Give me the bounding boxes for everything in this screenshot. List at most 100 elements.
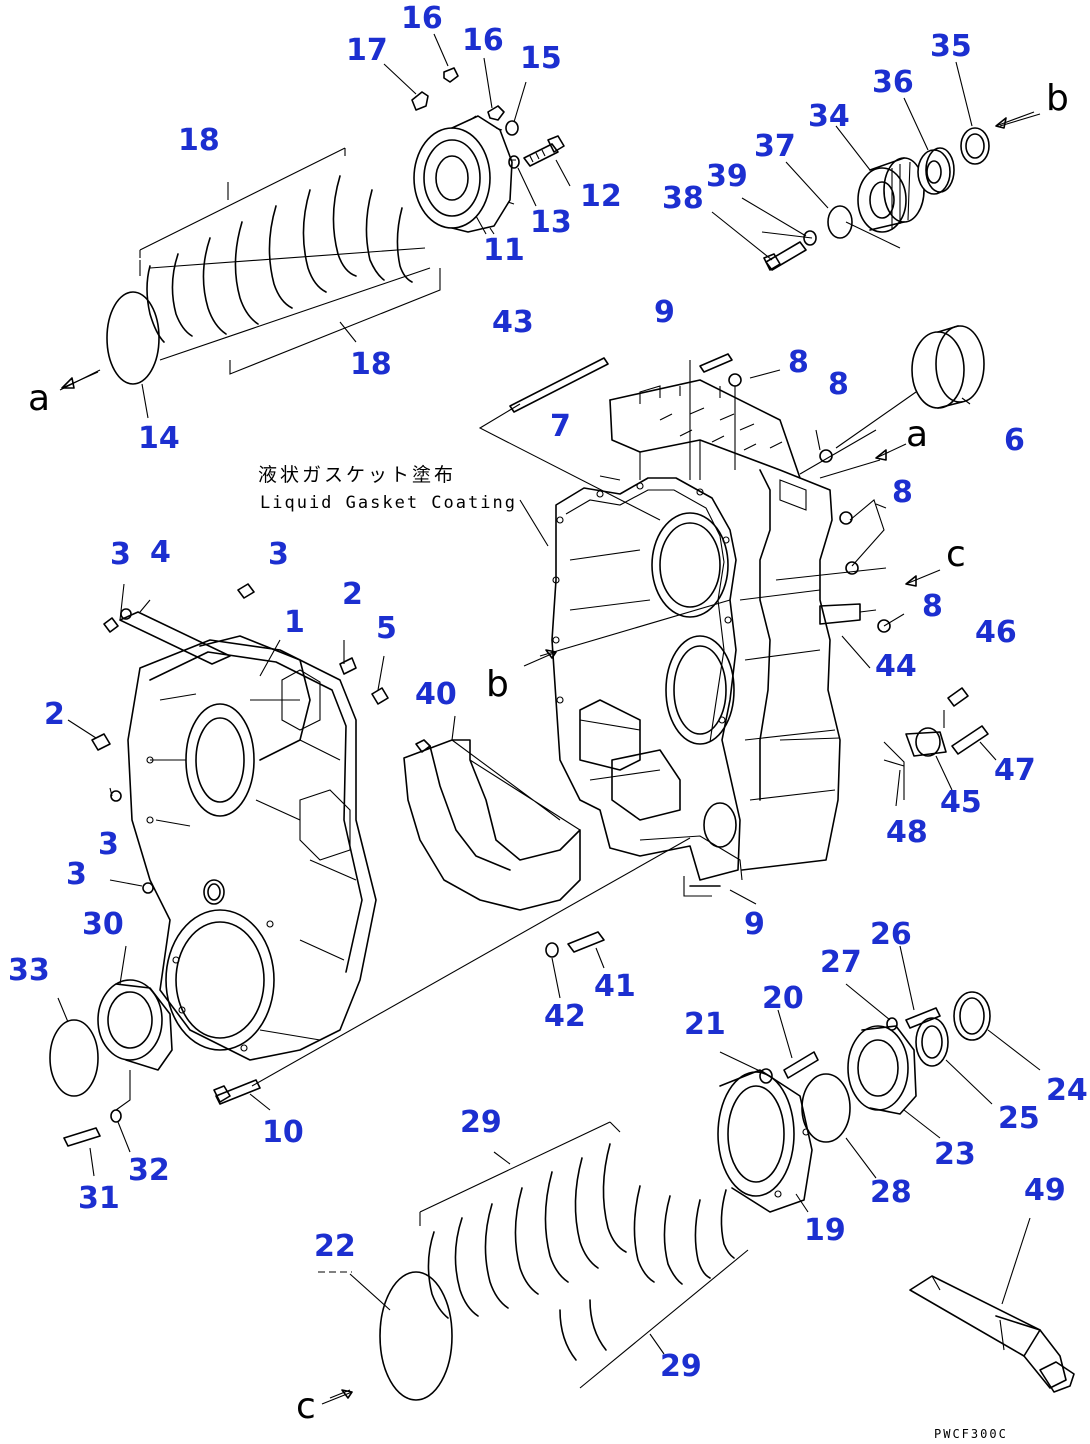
washer-15 bbox=[505, 120, 519, 136]
plate-44 bbox=[819, 603, 861, 625]
callout-32: 32 bbox=[128, 1153, 170, 1188]
callout-23: 23 bbox=[934, 1137, 976, 1172]
callout-46: 46 bbox=[975, 615, 1017, 650]
tool-49 bbox=[909, 1275, 1075, 1393]
callout-33: 33 bbox=[8, 953, 50, 988]
callout-9: 9 bbox=[744, 907, 765, 942]
callout-35: 35 bbox=[930, 29, 972, 64]
callout-29: 29 bbox=[460, 1105, 502, 1140]
plates-18 bbox=[139, 147, 441, 375]
callout-7: 7 bbox=[550, 409, 571, 444]
callout-8: 8 bbox=[922, 589, 943, 624]
callout-20: 20 bbox=[762, 981, 804, 1016]
plate-37 bbox=[827, 205, 853, 239]
bolt-10 bbox=[213, 1079, 261, 1105]
plug-46 bbox=[947, 687, 969, 707]
callout-3: 3 bbox=[98, 827, 119, 862]
pin-9-top bbox=[699, 353, 733, 373]
callout-39: 39 bbox=[706, 159, 748, 194]
bearing-36 bbox=[917, 147, 955, 195]
callout-30: 30 bbox=[82, 907, 124, 942]
cover-40 bbox=[403, 739, 581, 911]
callout-10: 10 bbox=[262, 1115, 304, 1150]
bearing-34 bbox=[857, 157, 925, 233]
callout-2: 2 bbox=[342, 577, 363, 612]
callout-21: 21 bbox=[684, 1007, 726, 1042]
callout-24: 24 bbox=[1046, 1073, 1088, 1108]
seal-6 bbox=[911, 325, 985, 409]
note-liquid-gasket-en: Liquid Gasket Coating bbox=[260, 493, 517, 513]
callout-49: 49 bbox=[1024, 1173, 1066, 1208]
callout-4: 4 bbox=[150, 535, 171, 570]
connection-letter-b-mid: b bbox=[486, 664, 509, 705]
callout-41: 41 bbox=[594, 969, 636, 1004]
callout-45: 45 bbox=[940, 785, 982, 820]
cover-23 bbox=[847, 1025, 917, 1115]
bolt-31 bbox=[63, 1127, 101, 1147]
cover-30 bbox=[97, 979, 173, 1071]
callout-42: 42 bbox=[544, 999, 586, 1034]
cover-19 bbox=[717, 1069, 813, 1213]
callout-44: 44 bbox=[875, 649, 917, 684]
callout-40: 40 bbox=[415, 677, 457, 712]
bolt-20 bbox=[783, 1051, 819, 1079]
drawing-code: PWCF300C bbox=[934, 1427, 1008, 1441]
connection-letter-a-left: a bbox=[28, 378, 50, 419]
callout-31: 31 bbox=[78, 1181, 120, 1216]
note-liquid-gasket-jp: 液状ガスケット塗布 bbox=[258, 463, 456, 486]
callout-48: 48 bbox=[886, 815, 928, 850]
connection-letter-b-top: b bbox=[1046, 78, 1069, 119]
connection-letter-a-right: a bbox=[906, 414, 928, 455]
callout-9: 9 bbox=[654, 295, 675, 330]
connection-letter-c-bottom: c bbox=[296, 1386, 316, 1427]
callout-37: 37 bbox=[754, 129, 796, 164]
o-ring-33 bbox=[49, 1019, 99, 1097]
callout-36: 36 bbox=[872, 65, 914, 100]
bolt-26 bbox=[905, 1007, 941, 1029]
callout-27: 27 bbox=[820, 945, 862, 980]
bolt-16-left bbox=[443, 67, 459, 83]
callout-19: 19 bbox=[804, 1213, 846, 1248]
ring-25 bbox=[915, 1017, 949, 1067]
callout-38: 38 bbox=[662, 181, 704, 216]
callout-18: 18 bbox=[350, 347, 392, 382]
housing-7 bbox=[551, 379, 841, 881]
leader-lines bbox=[57, 33, 1041, 1355]
callout-5: 5 bbox=[376, 611, 397, 646]
washer-27 bbox=[886, 1017, 898, 1031]
callout-16: 16 bbox=[462, 23, 504, 58]
callout-15: 15 bbox=[520, 41, 562, 76]
bolt-17 bbox=[411, 91, 429, 111]
callout-47: 47 bbox=[994, 753, 1036, 788]
washer-21 bbox=[759, 1068, 773, 1084]
callout-29: 29 bbox=[660, 1349, 702, 1384]
callout-3: 3 bbox=[110, 537, 131, 572]
o-ring-14 bbox=[106, 291, 160, 385]
callout-3: 3 bbox=[66, 857, 87, 892]
callout-8: 8 bbox=[788, 345, 809, 380]
o-ring-22 bbox=[379, 1271, 453, 1401]
callout-11: 11 bbox=[483, 233, 525, 268]
callout-3: 3 bbox=[268, 537, 289, 572]
connection-arrows bbox=[61, 111, 1035, 1405]
connection-letter-c-right: c bbox=[946, 534, 966, 575]
callout-12: 12 bbox=[580, 179, 622, 214]
bolt-16-right bbox=[487, 105, 505, 121]
callout-17: 17 bbox=[346, 33, 388, 68]
seal-35 bbox=[960, 127, 990, 165]
callout-26: 26 bbox=[870, 917, 912, 952]
cover-11 bbox=[413, 115, 516, 235]
callout-16: 16 bbox=[401, 1, 443, 36]
bolt-12 bbox=[523, 135, 565, 167]
callout-8: 8 bbox=[828, 367, 849, 402]
callout-34: 34 bbox=[808, 99, 850, 134]
housing-1 bbox=[119, 611, 377, 1061]
callout-8: 8 bbox=[892, 475, 913, 510]
plates-29 bbox=[419, 1121, 749, 1389]
callout-25: 25 bbox=[998, 1101, 1040, 1136]
washer-13 bbox=[508, 155, 520, 169]
washer-32 bbox=[110, 1109, 122, 1123]
valve-45 bbox=[905, 727, 947, 757]
callout-numbers: 16 16 17 15 35 36 18 34 37 39 12 38 13 1… bbox=[8, 1, 1088, 1384]
